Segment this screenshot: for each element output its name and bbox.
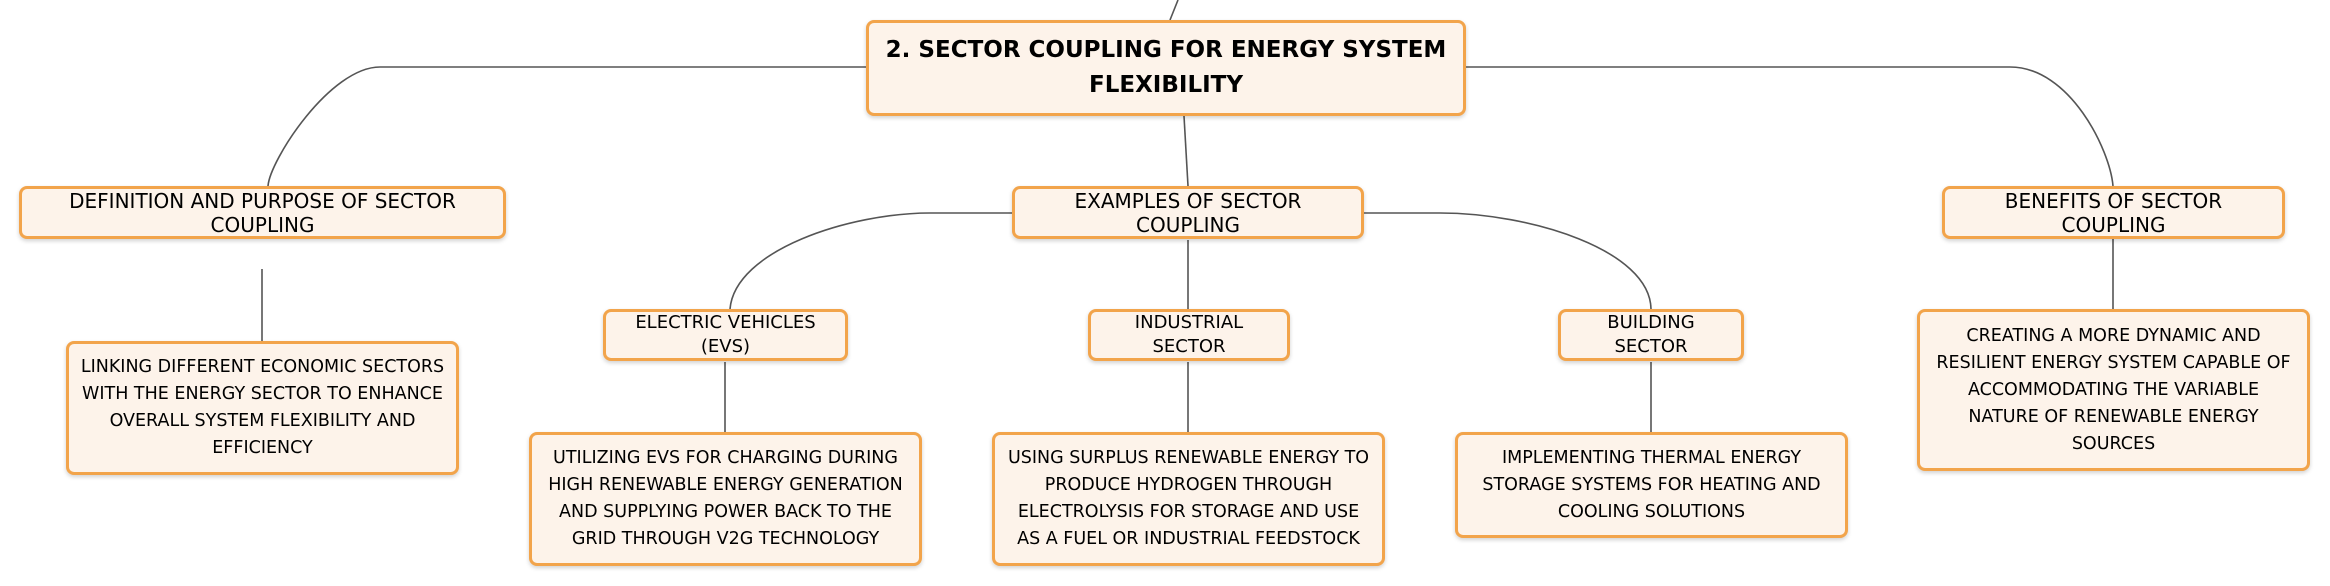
subtopic-label-industrial: INDUSTRIAL SECTOR bbox=[1134, 312, 1244, 357]
detail-node-industrial[interactable]: USING SURPLUS RENEWABLE ENERGY TO PRODUC… bbox=[992, 432, 1385, 566]
detail-text-building: IMPLEMENTING THERMAL ENERGY STORAGE SYST… bbox=[1482, 447, 1821, 522]
branch-label-examples: EXAMPLES OF SECTOR COUPLING bbox=[1074, 188, 1302, 237]
connector-examples-evs bbox=[729, 212, 1012, 310]
subtopic-node-evs[interactable]: ELECTRIC VEHICLES (EVS) bbox=[603, 309, 848, 361]
branch-label-definition: DEFINITION AND PURPOSE OF SECTOR COUPLIN… bbox=[69, 188, 456, 237]
detail-node-evs[interactable]: UTILIZING EVS FOR CHARGING DURING HIGH R… bbox=[529, 432, 922, 566]
branch-node-definition[interactable]: DEFINITION AND PURPOSE OF SECTOR COUPLIN… bbox=[19, 186, 506, 239]
detail-node-benefits[interactable]: CREATING A MORE DYNAMIC AND RESILIENT EN… bbox=[1917, 309, 2310, 471]
detail-node-building[interactable]: IMPLEMENTING THERMAL ENERGY STORAGE SYST… bbox=[1455, 432, 1848, 538]
connector-root-definition bbox=[267, 66, 866, 187]
detail-text-industrial: USING SURPLUS RENEWABLE ENERGY TO PRODUC… bbox=[1007, 448, 1370, 549]
branch-node-examples[interactable]: EXAMPLES OF SECTOR COUPLING bbox=[1012, 186, 1364, 239]
detail-node-definition[interactable]: LINKING DIFFERENT ECONOMIC SECTORS WITH … bbox=[66, 341, 459, 475]
detail-text-benefits: CREATING A MORE DYNAMIC AND RESILIENT EN… bbox=[1936, 325, 2291, 454]
subtopic-label-evs: ELECTRIC VEHICLES (EVS) bbox=[635, 312, 816, 357]
root-topic-node[interactable]: 2. SECTOR COUPLING FOR ENERGY SYSTEM FLE… bbox=[866, 20, 1466, 116]
subtopic-label-building: BUILDING SECTOR bbox=[1607, 312, 1695, 357]
subtopic-node-industrial[interactable]: INDUSTRIAL SECTOR bbox=[1088, 309, 1290, 361]
connector-root-parent bbox=[1169, 0, 1179, 21]
detail-text-definition: LINKING DIFFERENT ECONOMIC SECTORS WITH … bbox=[80, 357, 445, 458]
connector-examples-building bbox=[1364, 212, 1652, 310]
subtopic-node-building[interactable]: BUILDING SECTOR bbox=[1558, 309, 1744, 361]
detail-text-evs: UTILIZING EVS FOR CHARGING DURING HIGH R… bbox=[548, 448, 903, 549]
connector-root-examples bbox=[1183, 115, 1189, 187]
branch-label-benefits: BENEFITS OF SECTOR COUPLING bbox=[2004, 188, 2223, 237]
branch-node-benefits[interactable]: BENEFITS OF SECTOR COUPLING bbox=[1942, 186, 2285, 239]
connector-root-benefits bbox=[1466, 66, 2114, 187]
root-topic-label: 2. SECTOR COUPLING FOR ENERGY SYSTEM FLE… bbox=[885, 37, 1447, 98]
